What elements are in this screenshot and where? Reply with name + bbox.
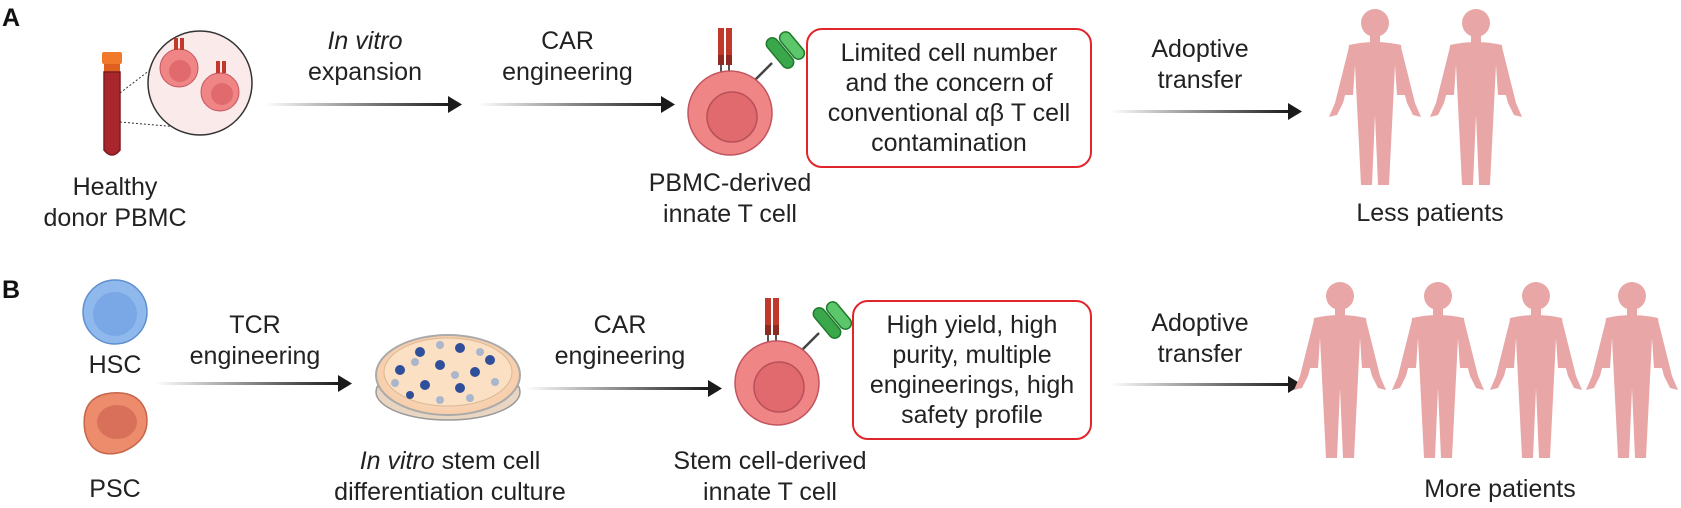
arrow-expansion xyxy=(265,103,450,106)
panel-a-letter: A xyxy=(2,4,21,32)
arrow-car-a xyxy=(478,103,663,106)
stem-cell-label: Stem cell-derived innate T cell xyxy=(673,447,867,506)
stem-innate-t-cell-icon xyxy=(733,295,856,427)
pbmc-magnifier-icon xyxy=(147,30,253,136)
step-tcr-label: TCR engineering xyxy=(189,311,321,370)
arrow-car-b xyxy=(525,387,710,390)
transfer-label-b: Adoptive transfer xyxy=(1151,309,1249,368)
pbmc-cell-label: PBMC-derived innate T cell xyxy=(648,169,812,228)
panel-b-artwork xyxy=(82,279,1678,458)
arrow-transfer-b xyxy=(1110,383,1290,386)
outcome-label-a: Less patients xyxy=(1356,199,1504,227)
panel-b-letter: B xyxy=(2,276,21,304)
panel-a-artwork xyxy=(102,9,1522,185)
step-car-label-a: CAR engineering xyxy=(502,27,633,86)
arrow-tcr xyxy=(155,382,340,385)
blood-tube-icon xyxy=(102,52,191,156)
step-car-label-b: CAR engineering xyxy=(554,311,686,370)
outcome-label-b: More patients xyxy=(1424,475,1576,503)
hsc-label: HSC xyxy=(88,351,142,379)
step-expansion-label: In vitro expansion xyxy=(308,27,422,86)
source-label-a: Healthy donor PBMC xyxy=(43,173,187,232)
culture-label: In vitro stem cell differentiation cultu… xyxy=(334,447,566,506)
patients-b-icon xyxy=(1294,282,1678,458)
arrow-transfer-a xyxy=(1110,110,1290,113)
limitation-box-a: Limited cell number and the concern of c… xyxy=(806,28,1092,168)
patients-a-icon xyxy=(1329,9,1522,185)
petri-dish-icon xyxy=(375,334,521,421)
transfer-label-a: Adoptive transfer xyxy=(1151,35,1249,94)
psc-label: PSC xyxy=(89,475,141,503)
advantage-box-b: High yield, high purity, multiple engine… xyxy=(852,300,1092,440)
pbmc-innate-t-cell-icon xyxy=(686,25,809,157)
